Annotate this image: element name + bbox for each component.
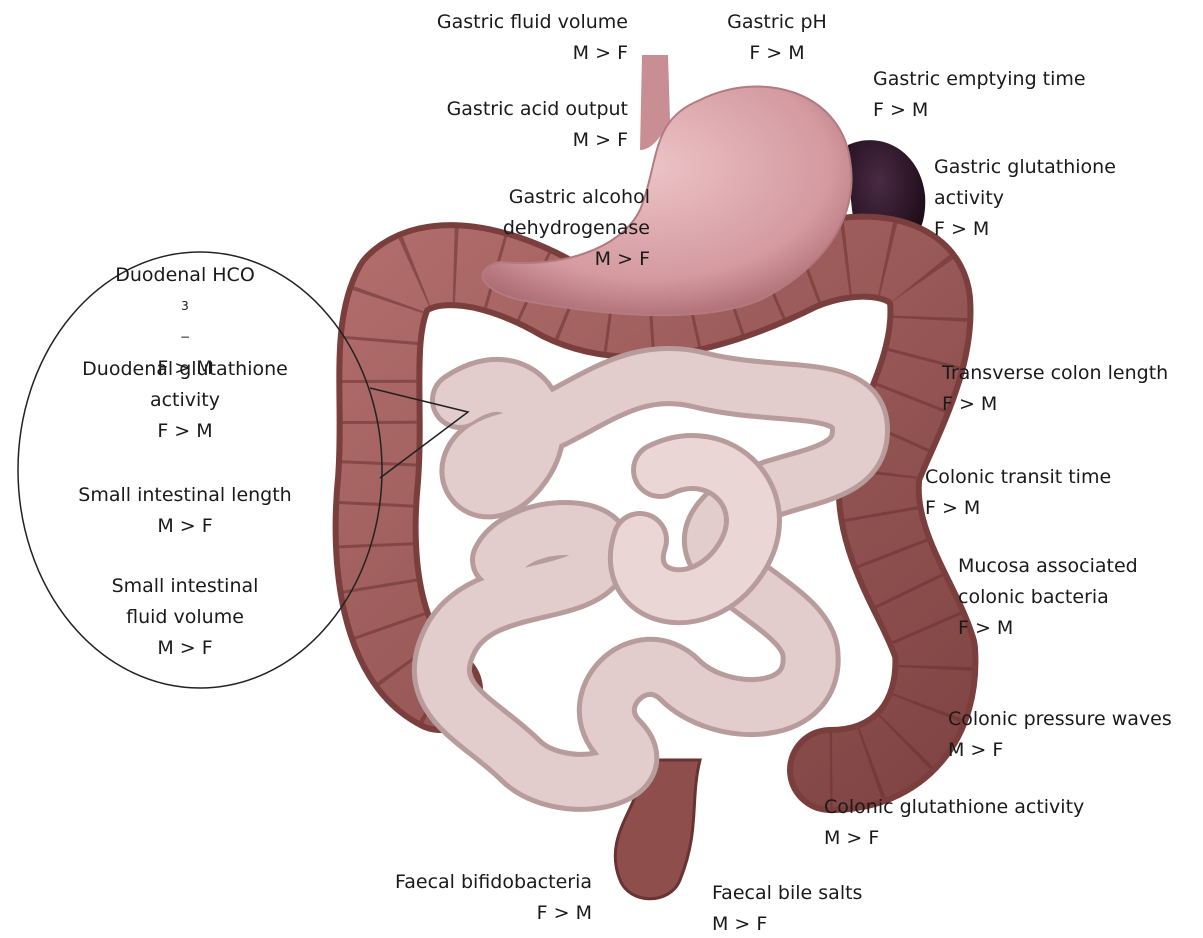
label-gastric-ph: Gastric pH F > M [712, 7, 842, 69]
label-gastric-glutathione-activity: Gastric glutathione activity F > M [934, 152, 1164, 245]
label-colonic-transit-time: Colonic transit time F > M [925, 462, 1165, 524]
label-gastric-acid-output: Gastric acid output M > F [400, 94, 628, 156]
hco3-subscript: 3 [60, 291, 310, 322]
label-small-intestinal-fluid-volume: Small intestinal fluid volume M > F [50, 571, 320, 664]
small-intestine [442, 376, 860, 782]
label-faecal-bifidobacteria: Faecal bifidobacteria F > M [360, 867, 592, 929]
label-gastric-emptying-time: Gastric emptying time F > M [873, 64, 1123, 126]
label-colonic-pressure-waves: Colonic pressure waves M > F [948, 704, 1198, 766]
label-mucosa-associated-colonic-bacteria: Mucosa associated colonic bacteria F > M [958, 551, 1188, 644]
label-transverse-colon-length: Transverse colon length F > M [942, 358, 1198, 420]
label-duodenal-glutathione-activity: Duodenal glutathione activity F > M [50, 354, 320, 447]
hco3-superscript: − [60, 322, 310, 353]
label-gastric-alcohol-dehydrogenase: Gastric alcohol dehydrogenase M > F [450, 182, 650, 275]
label-faecal-bile-salts: Faecal bile salts M > F [712, 878, 912, 938]
label-small-intestinal-length: Small intestinal length M > F [50, 480, 320, 542]
label-gastric-fluid-volume: Gastric fluid volume M > F [400, 7, 628, 69]
label-colonic-glutathione-activity: Colonic glutathione activity M > F [824, 792, 1124, 854]
duodenal-hco3-text: Duodenal HCO [60, 260, 310, 291]
